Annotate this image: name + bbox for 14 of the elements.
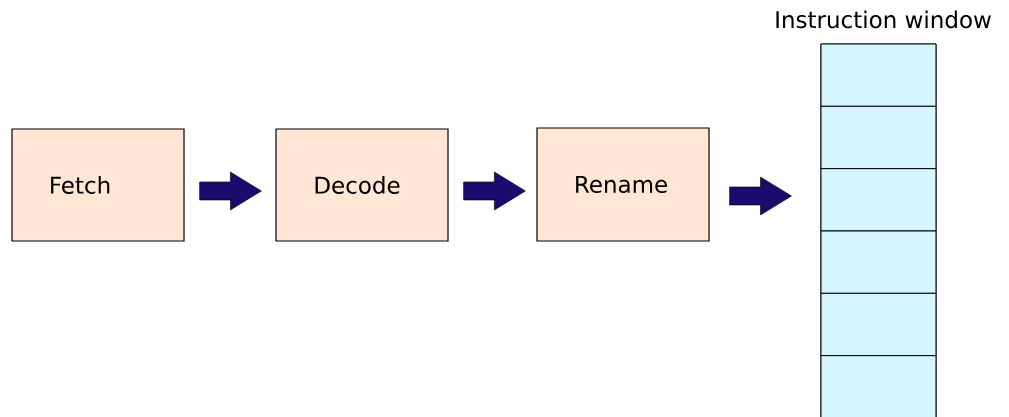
window-slot xyxy=(820,292,937,357)
window-slot xyxy=(820,105,937,170)
process-box: Rename xyxy=(536,127,710,242)
window-slot xyxy=(820,168,937,232)
block-arrow xyxy=(729,176,792,216)
instruction-window xyxy=(776,10,991,417)
block-arrow xyxy=(463,171,526,211)
window-slot xyxy=(820,43,937,107)
window-slot xyxy=(820,355,937,417)
window-slot xyxy=(820,230,937,294)
process-box: Decode xyxy=(275,128,449,242)
process-box: Fetch xyxy=(11,128,185,242)
block-arrow xyxy=(199,171,262,211)
window-heading: Instruction window xyxy=(776,10,991,29)
